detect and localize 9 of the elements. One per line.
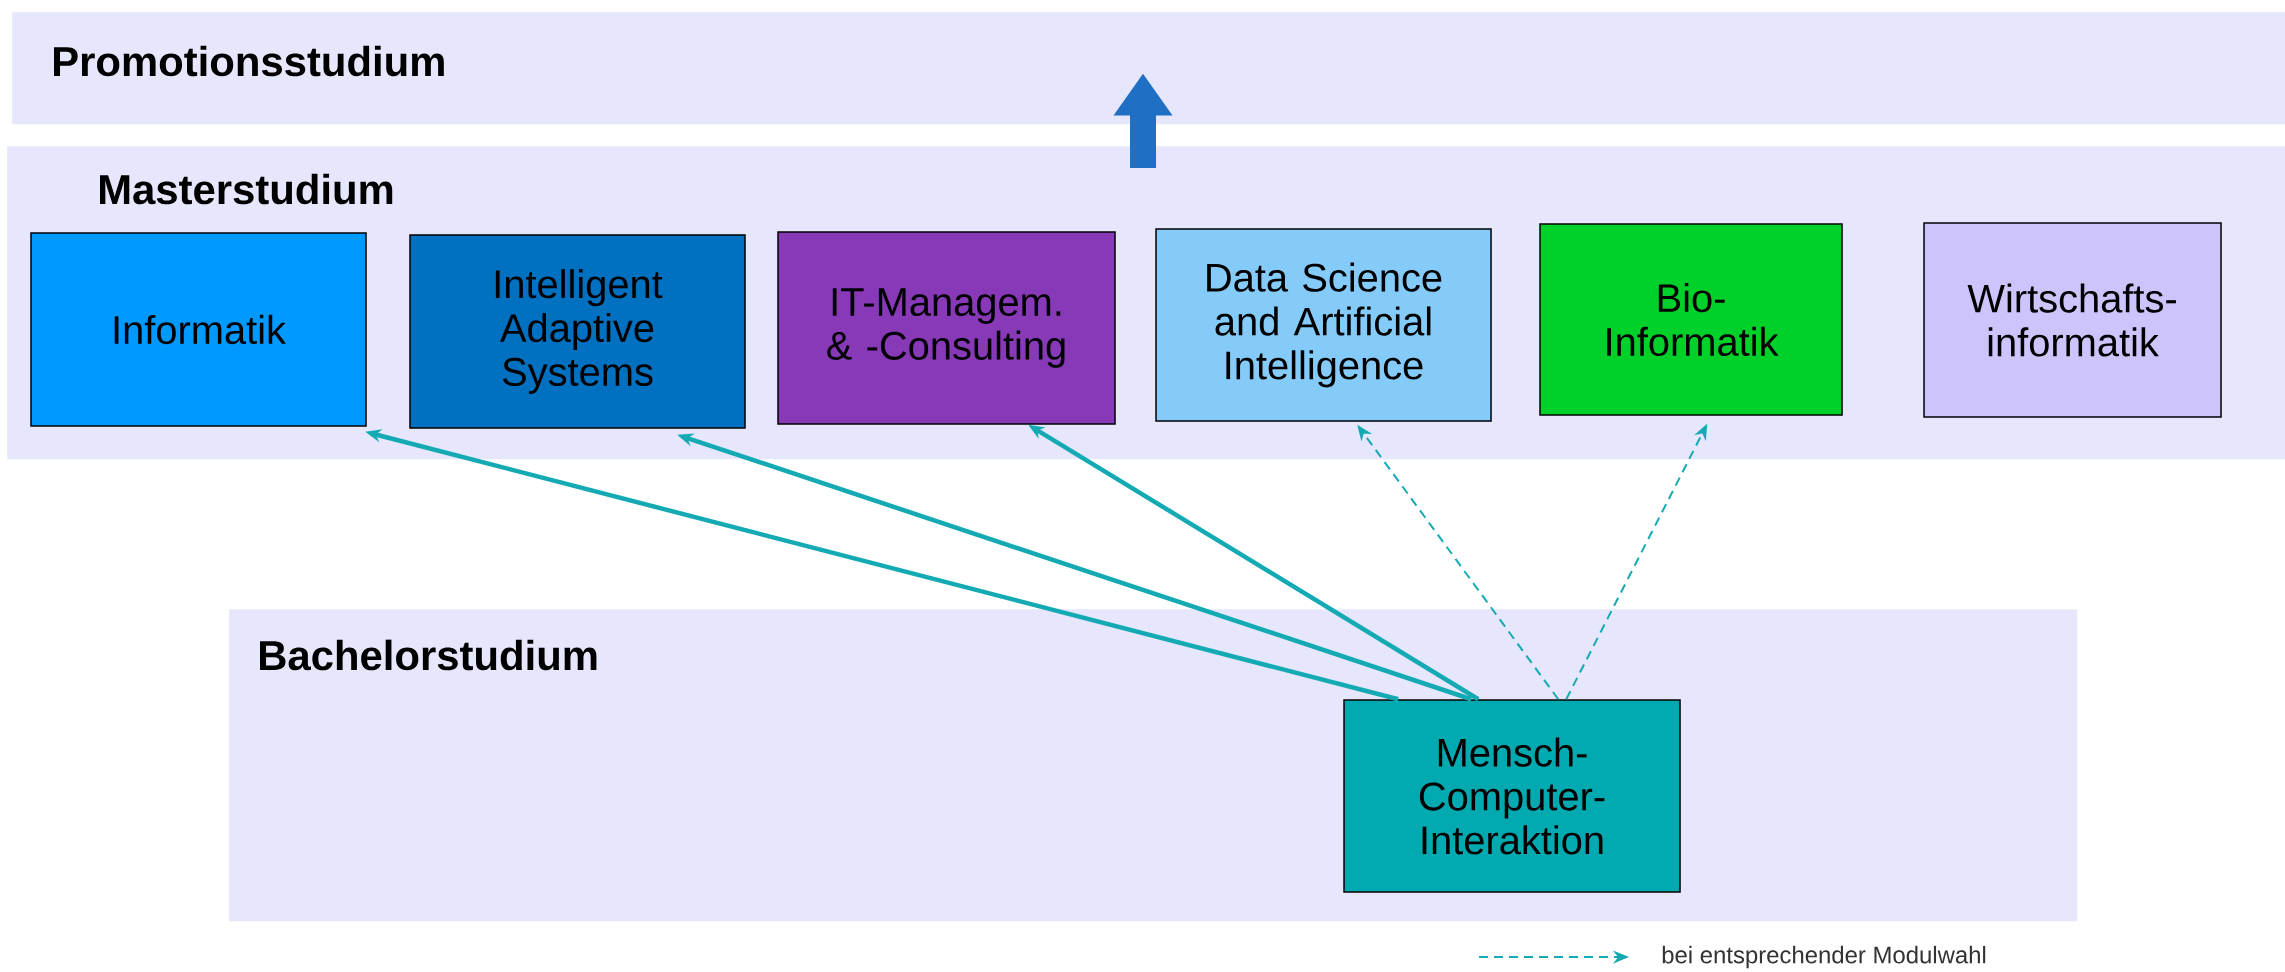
program-box: Data Science and Artificial Intelligence [1155, 228, 1492, 422]
program-box: IT-Managem. & -Consulting [777, 231, 1116, 425]
program-box: Wirtschafts-informatik [1923, 222, 2222, 418]
program-box: Bio-Informatik [1539, 223, 1843, 416]
legend-text: bei entsprechender Modulwahl [1662, 945, 1986, 969]
program-box: Mensch-Computer-Interaktion [1343, 699, 1681, 893]
level-band: Promotionsstudium [12, 12, 2285, 125]
program-box: Informatik [30, 232, 367, 427]
program-box: Intelligent Adaptive Systems [409, 234, 746, 429]
